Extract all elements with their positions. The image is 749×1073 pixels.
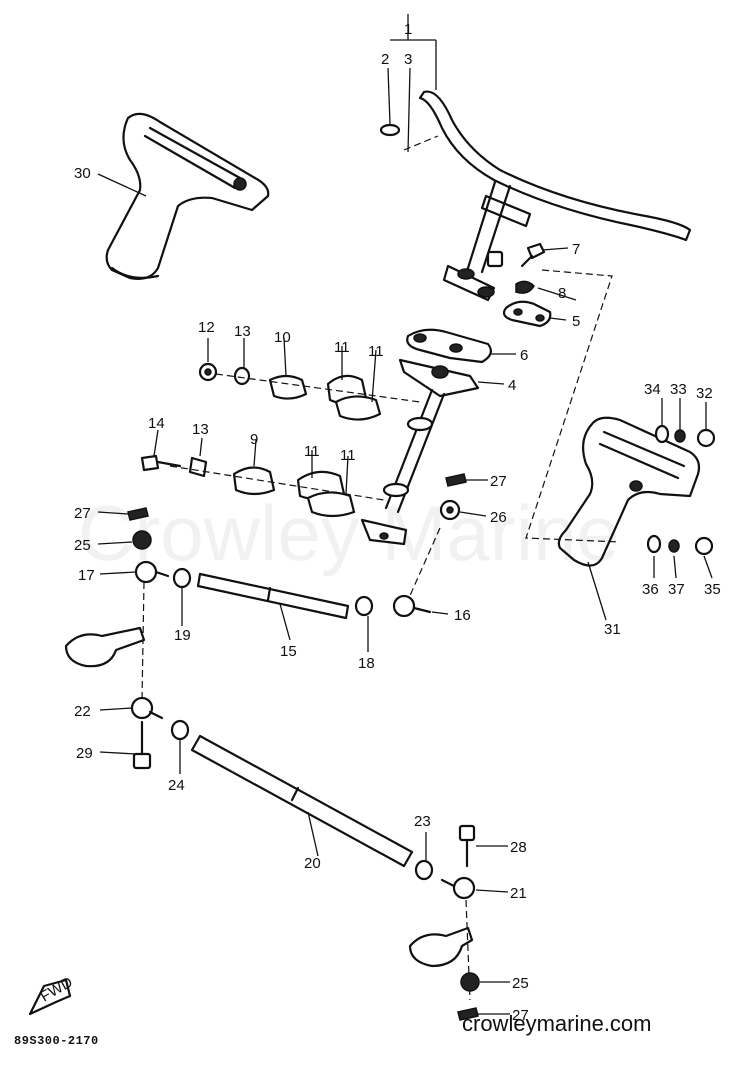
washer-33 [674, 429, 686, 443]
callout-17: 17 [78, 567, 95, 584]
callout-32: 32 [696, 385, 713, 402]
column-bracket-upper [406, 328, 492, 364]
dash-line-lower-row [169, 465, 385, 501]
callout-30: 30 [74, 165, 91, 182]
handlebar [418, 90, 692, 302]
spring-pin-27-left [127, 507, 149, 521]
callout-18: 18 [358, 655, 375, 672]
bolt-7 [520, 242, 546, 268]
callout-4: 4 [508, 377, 516, 394]
screw-35 [694, 536, 714, 556]
clamp-11-upper-b [334, 395, 382, 421]
collar-8 [515, 280, 535, 294]
ball-joint-22 [130, 696, 164, 720]
steering-column [360, 388, 446, 546]
dash-line-grommet [403, 135, 439, 151]
bolt-14 [140, 454, 182, 472]
callout-11-lower-a: 11 [304, 443, 320, 460]
steering-arm-left [64, 626, 146, 668]
fwd-arrow-icon: FWD [28, 974, 76, 1016]
clamp-9 [232, 466, 276, 496]
callout-22: 22 [74, 703, 91, 720]
ball-joint-21 [440, 876, 476, 900]
handle-grip-left [105, 112, 270, 280]
nut-25-lower [460, 972, 480, 992]
nut-12 [198, 362, 218, 382]
dash-line-left-vertical [141, 581, 145, 701]
washer-13-lower [188, 456, 208, 478]
spring-pin-27-mid [445, 473, 467, 487]
bolt-28 [458, 824, 476, 868]
callout-labels: 1 2 3 4 5 6 7 8 9 10 11 11 11 11 12 13 1… [74, 21, 721, 1024]
steering-arm-right [408, 926, 474, 968]
collar-24 [170, 719, 190, 741]
rod-15 [196, 572, 350, 620]
collar-23 [414, 859, 434, 881]
dash-line-upper-row [215, 373, 421, 403]
callout-36: 36 [642, 581, 659, 598]
callout-25-left: 25 [74, 537, 91, 554]
washer-36 [646, 534, 662, 554]
spring-pin-27-lower [457, 1007, 479, 1021]
grommet-2 [379, 123, 401, 137]
callout-29: 29 [76, 745, 93, 762]
callout-1: 1 [404, 21, 412, 38]
nut-25-left [132, 530, 152, 550]
callout-11-upper-a: 11 [334, 339, 350, 356]
screw-32 [696, 428, 716, 448]
callout-11-lower-b: 11 [340, 447, 356, 464]
callout-21: 21 [510, 885, 527, 902]
callout-27-mid: 27 [490, 473, 507, 490]
callout-19: 19 [174, 627, 191, 644]
diagram-code: 89S300-2170 [14, 1034, 99, 1048]
callout-11-upper-b: 11 [368, 343, 384, 360]
callout-34: 34 [644, 381, 661, 398]
clamp-11-lower-b [306, 491, 356, 518]
collar-18 [354, 595, 374, 617]
collar-19 [172, 567, 192, 589]
ball-joint-16 [392, 594, 432, 618]
callout-16: 16 [454, 607, 471, 624]
callout-35: 35 [704, 581, 721, 598]
clamp-10 [268, 374, 308, 400]
callout-8: 8 [558, 285, 566, 302]
callout-27-left: 27 [74, 505, 91, 522]
washer-13-upper [233, 366, 251, 386]
callout-28: 28 [510, 839, 527, 856]
callout-20: 20 [304, 855, 321, 872]
rod-20 [190, 734, 414, 868]
callout-10: 10 [274, 329, 291, 346]
callout-14: 14 [148, 415, 165, 432]
callout-3: 3 [404, 51, 412, 68]
callout-27-lower: 27 [512, 1007, 529, 1024]
nut-26 [439, 499, 461, 521]
callout-2: 2 [381, 51, 389, 68]
callout-6: 6 [520, 347, 528, 364]
callout-33: 33 [670, 381, 687, 398]
handle-grip-right [557, 416, 701, 567]
callout-37: 37 [668, 581, 685, 598]
site-url: crowleymarine.com [462, 1011, 652, 1036]
callout-12: 12 [198, 319, 215, 336]
washer-37 [668, 539, 680, 553]
callout-26: 26 [490, 509, 507, 526]
callout-25-lower: 25 [512, 975, 529, 992]
column-bracket-lower [398, 358, 480, 398]
callout-24: 24 [168, 777, 185, 794]
dash-line-column-to-16 [407, 527, 441, 601]
dash-line-handlebar-to-grip [525, 269, 621, 543]
clamp-5 [502, 300, 552, 328]
washer-34 [654, 424, 670, 444]
callout-13-lower: 13 [192, 421, 209, 438]
leader-lines [97, 14, 713, 1015]
callout-5: 5 [572, 313, 580, 330]
callout-7: 7 [572, 241, 580, 258]
bolt-29 [132, 720, 152, 770]
callout-13-upper: 13 [234, 323, 251, 340]
callout-9: 9 [250, 431, 258, 448]
callout-15: 15 [280, 643, 297, 660]
callout-23: 23 [414, 813, 431, 830]
callout-31: 31 [604, 621, 621, 638]
